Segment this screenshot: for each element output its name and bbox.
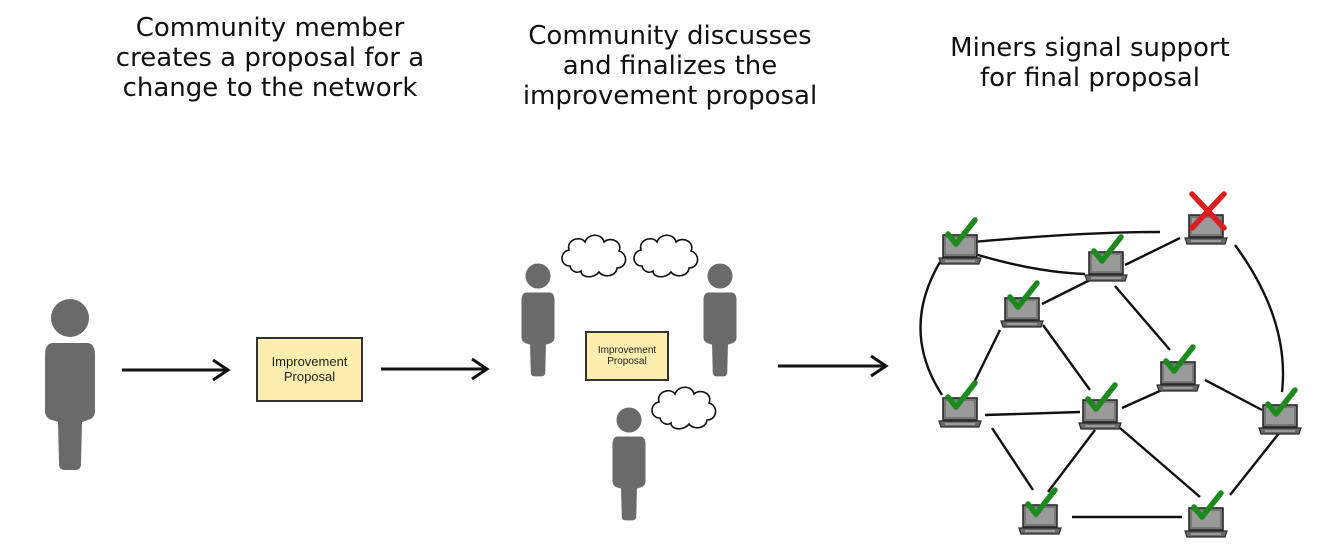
stage-1-title-line: Community member xyxy=(135,13,405,43)
network-link xyxy=(1119,427,1201,498)
network-link xyxy=(1042,324,1091,391)
network-link xyxy=(1047,429,1096,493)
right-arrow-icon xyxy=(381,357,490,381)
network-link xyxy=(1229,431,1281,496)
document-line: Improvement xyxy=(271,353,348,369)
stage-2-title-line: Community discusses xyxy=(528,21,812,51)
stage-1-title: Community member creates a proposal for … xyxy=(110,13,430,103)
stage-2-title-line: and finalizes the xyxy=(562,51,778,81)
miner-node xyxy=(938,220,982,265)
document-line: Proposal xyxy=(607,356,647,367)
network-link xyxy=(984,410,1081,417)
person-icon xyxy=(45,299,95,470)
miner-node xyxy=(1184,493,1228,538)
network-link xyxy=(1121,388,1163,410)
network-link xyxy=(1041,278,1091,306)
miner-node xyxy=(1184,194,1228,245)
person-icon xyxy=(703,263,737,377)
network-link xyxy=(961,230,1161,245)
thought-bubble-icon xyxy=(633,234,699,278)
person-icon xyxy=(521,263,555,377)
thought-bubble-icon xyxy=(651,386,717,430)
miner-node xyxy=(1078,385,1122,430)
stage-1-title-line: change to the network xyxy=(122,73,418,103)
document-line: Improvement xyxy=(597,344,657,356)
stage-3-title: Miners signal support for final proposal xyxy=(920,33,1260,93)
stage-3-title-line: Miners signal support xyxy=(950,33,1230,63)
stage-2-title-line: improvement proposal xyxy=(522,81,818,111)
network-link xyxy=(919,261,944,396)
network-link xyxy=(1114,285,1171,351)
thought-bubble-icon xyxy=(561,234,627,278)
document-line: Proposal xyxy=(283,368,336,384)
stage-3-title-line: for final proposal xyxy=(980,63,1200,93)
network-links xyxy=(919,230,1285,519)
miner-node xyxy=(1258,390,1302,435)
network-link xyxy=(1124,236,1181,267)
miner-node xyxy=(1156,347,1200,392)
stage-2-title: Community discusses and finalizes the im… xyxy=(505,21,835,111)
network-link xyxy=(961,248,1086,276)
right-arrow-icon xyxy=(122,358,231,382)
person-icon xyxy=(612,407,646,521)
miner-node xyxy=(1000,283,1044,328)
miner-node xyxy=(1084,237,1128,282)
improvement-proposal-document: Improvement Proposal xyxy=(256,337,363,402)
improvement-proposal-document: Improvement Proposal xyxy=(585,331,669,381)
network-link xyxy=(1234,244,1285,393)
miner-node xyxy=(938,383,982,428)
stage-1-title-line: creates a proposal for a xyxy=(115,43,425,73)
miner-node xyxy=(1018,490,1062,535)
network-link xyxy=(1204,378,1263,412)
network-link xyxy=(990,427,1035,491)
right-arrow-icon xyxy=(778,354,889,378)
